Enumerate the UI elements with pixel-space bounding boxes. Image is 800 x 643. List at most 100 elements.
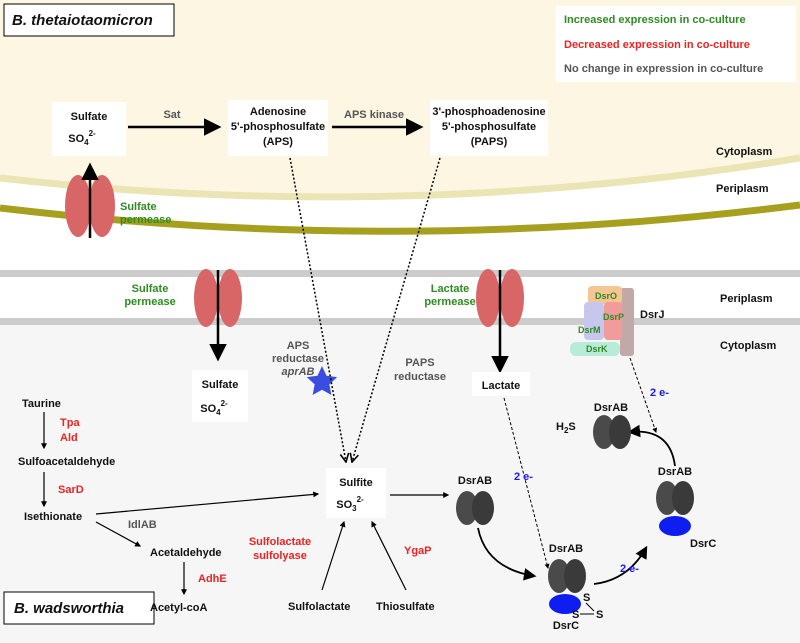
bw-sulfate-label: Sulfate xyxy=(202,379,239,391)
paps-label-3: (PAPS) xyxy=(471,136,508,148)
sulfite-label: Sulfite xyxy=(339,477,373,489)
idlab-label: IdlAB xyxy=(128,519,157,531)
disulfide-bond-1 xyxy=(585,602,595,612)
paps-reductase-label-1: PAPS xyxy=(405,357,434,369)
bw-title: B. wadsworthia xyxy=(14,600,124,617)
paps-label-1: 3'-phosphoadenosine xyxy=(432,106,545,118)
bt-sulfate-permease xyxy=(65,175,115,237)
bw-outer-membrane xyxy=(0,270,800,277)
bt-title-box xyxy=(3,3,175,37)
dsrc-s-top: S xyxy=(583,592,590,604)
dsrc-blob-3 xyxy=(659,516,691,536)
aps-reductase-star-icon xyxy=(306,366,338,395)
dsrab-complex-4 xyxy=(593,415,631,449)
bt-sulfate-box xyxy=(52,102,126,156)
paps-to-sulfite-arrow xyxy=(352,157,441,462)
ald-label: Ald xyxy=(60,432,78,444)
h2s-label: H2S xyxy=(556,421,576,435)
taurine-label: Taurine xyxy=(22,398,61,410)
dsrab-label-4: DsrAB xyxy=(594,402,628,414)
thiosulfate-arrow xyxy=(371,520,407,591)
acetylcoa-label: Acetyl-coA xyxy=(150,602,208,614)
sulfolyase-label-2: sulfolyase xyxy=(253,550,307,562)
bw-so4-label: SO42- xyxy=(200,399,228,417)
sard-label: SarD xyxy=(58,484,84,496)
lactate-label: Lactate xyxy=(482,380,521,392)
thiosulfate-label: Thiosulfate xyxy=(376,601,435,613)
bt-permease-label-1: Sulfate xyxy=(120,201,157,213)
bw-lactate-permease xyxy=(476,269,524,327)
aps-label-3: (APS) xyxy=(263,136,293,148)
dsrc-s-left: S xyxy=(572,609,579,621)
bt-sulfate-label: Sulfate xyxy=(71,111,108,123)
lactate-electron-arrow xyxy=(503,397,550,569)
dsrk-label: DsrK xyxy=(586,344,608,354)
bw-periplasm-label: Periplasm xyxy=(720,293,773,305)
dsrj-label: DsrJ xyxy=(640,309,664,321)
bt-periplasm-label: Periplasm xyxy=(716,183,769,195)
bt-title: B. thetaiotaomicron xyxy=(12,12,153,29)
so3-label: SO32- xyxy=(336,495,364,513)
bt-outer-membrane xyxy=(0,201,800,235)
bw-lactate-permease-label-2: permease xyxy=(424,296,475,308)
legend-nochange: No change in expression in co-culture xyxy=(564,63,763,75)
dsrab-to-h2s-arrow xyxy=(627,424,676,467)
sat-label: Sat xyxy=(163,109,180,121)
tpa-label: Tpa xyxy=(60,417,80,429)
aps-reductase-label-2: reductase xyxy=(272,353,324,365)
idlab-arrow xyxy=(95,491,320,515)
aps-reductase-label-1: APS xyxy=(287,340,310,352)
bw-sulfate-permease xyxy=(194,269,242,327)
bw-sulfate-box xyxy=(192,370,248,422)
bw-title-box xyxy=(3,591,155,625)
dsrab-label-3: DsrAB xyxy=(658,466,692,478)
dsrab-label-2: DsrAB xyxy=(549,543,583,555)
bw-sulfate-permease-label-2: permease xyxy=(124,296,175,308)
bw-inner-membrane xyxy=(0,318,800,325)
dsrc-s-right: S xyxy=(596,609,603,621)
aps-kinase-label: APS kinase xyxy=(344,109,404,121)
dsrab-complex-2 xyxy=(548,559,586,593)
dsrc-to-dsrc-arrow xyxy=(593,545,648,585)
sulfite-box xyxy=(326,468,386,518)
dsr-membrane-complex xyxy=(570,286,634,356)
aps-to-sulfite-arrow xyxy=(289,157,346,462)
dsrp-label: DsrP xyxy=(603,312,624,322)
aps-label-1: Adenosine xyxy=(250,106,306,118)
lactate-box xyxy=(472,372,530,396)
isethionate-to-acetaldehyde-arrow xyxy=(95,521,142,547)
lactate-2e-label: 2 e- xyxy=(514,471,533,483)
bt-permease-label-2: permease xyxy=(120,214,171,226)
dsrc-2e-label: 2 e- xyxy=(620,563,639,575)
dsrc-label-2: DsrC xyxy=(553,620,579,632)
bw-sulfate-permease-label-1: Sulfate xyxy=(132,283,169,295)
dsrab-label-1: DsrAB xyxy=(458,475,492,487)
dsrm-label: DsrM xyxy=(578,325,601,335)
bw-cytoplasm-label: Cytoplasm xyxy=(720,340,776,352)
dsrk-electron-arrow xyxy=(629,357,658,433)
dsrab-complex-1 xyxy=(456,491,494,525)
paps-label-2: 5'-phosphosulfate xyxy=(442,121,536,133)
dsrk-2e-label: 2 e- xyxy=(650,387,669,399)
paps-reductase-label-2: reductase xyxy=(394,371,446,383)
sulfoacetaldehyde-label: Sulfoacetaldehyde xyxy=(18,456,115,468)
ygap-label: YgaP xyxy=(404,545,432,557)
sulfolactate-arrow xyxy=(321,520,346,591)
acetaldehyde-label: Acetaldehyde xyxy=(150,547,222,559)
legend-decreased: Decreased expression in co-culture xyxy=(564,39,750,51)
dsrab-to-dsrc-arrow xyxy=(477,527,537,581)
bw-lactate-permease-label-1: Lactate xyxy=(431,283,470,295)
aps-reductase-label-3: aprAB xyxy=(281,366,314,378)
legend-increased: Increased expression in co-culture xyxy=(564,14,746,26)
dsrc-label-3: DsrC xyxy=(690,538,716,550)
dsro-label: DsrO xyxy=(595,291,617,301)
aps-label-2: 5'-phosphosulfate xyxy=(231,121,325,133)
adhe-label: AdhE xyxy=(198,573,227,585)
paps-box xyxy=(430,100,548,156)
sulfolyase-label-1: Sulfolactate xyxy=(249,536,311,548)
dsrab-complex-3 xyxy=(656,481,694,515)
legend-box xyxy=(556,6,796,82)
dsrc-blob-2 xyxy=(549,594,581,614)
